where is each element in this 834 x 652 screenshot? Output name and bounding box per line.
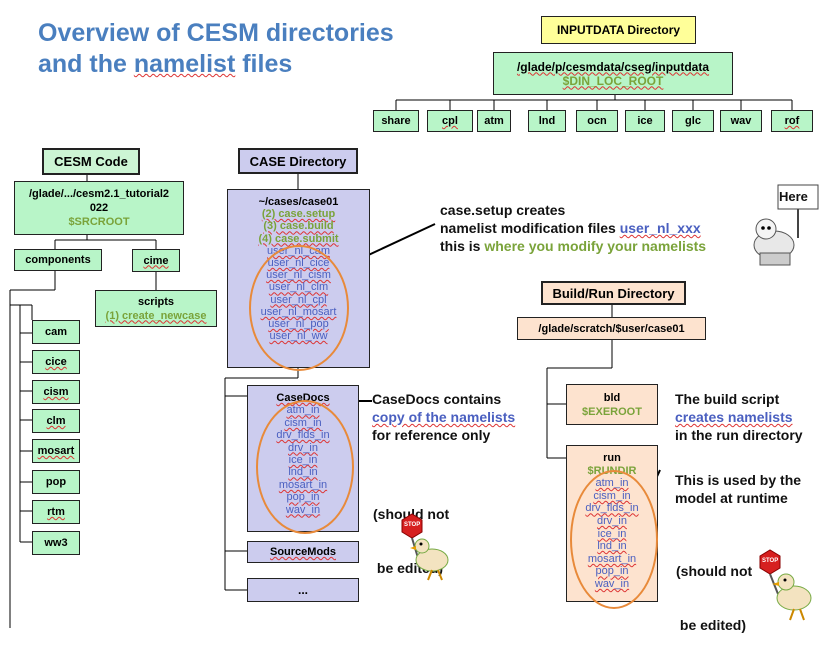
stop-sign-label-2: STOP: [762, 558, 779, 564]
inputdata-atm[interactable]: atm: [477, 110, 511, 132]
setup-annotation: case.setup creates namelist modification…: [440, 201, 706, 255]
bld-var: $EXEROOT: [582, 405, 642, 418]
component-cice[interactable]: cice: [32, 350, 80, 374]
inputdata-cpl[interactable]: cpl: [427, 110, 473, 132]
sourcemods-label: SourceMods: [269, 546, 336, 558]
component-rtm-label: rtm: [47, 506, 65, 518]
inputdata-header: INPUTDATA Directory: [541, 16, 696, 44]
cesm-code-var: $SRCROOT: [68, 216, 130, 228]
title-prefix: and the: [38, 50, 134, 78]
inputdata-lnd[interactable]: lnd: [528, 110, 566, 132]
components-folder[interactable]: components: [14, 249, 102, 271]
user-nl-highlight: [249, 245, 349, 371]
scripts-folder[interactable]: scripts (1) create_newcase: [95, 290, 217, 327]
casedocs-annotation: CaseDocs contains copy of the namelists …: [372, 390, 515, 444]
runtime-line-2: model at runtime: [675, 490, 788, 506]
inputdata-var: $DIN_LOC_ROOT: [562, 73, 664, 88]
inputdata-cpl-label: cpl: [442, 115, 458, 127]
runtime-annotation: This is used by the model at runtime: [675, 471, 801, 507]
setup-line-2-link: user_nl_xxx: [619, 220, 701, 236]
title-line-1: Overview of CESM directories: [38, 19, 394, 47]
component-clm[interactable]: clm: [32, 409, 80, 433]
cesm-code-path-1: /glade/.../cesm2.1_tutorial2: [28, 188, 169, 200]
casedocs-line-2: copy of the namelists: [372, 409, 516, 425]
title-line-2: and the namelist files: [38, 49, 394, 80]
case-header: CASE Directory: [238, 148, 358, 174]
bld-folder[interactable]: bld $EXEROOT: [566, 384, 658, 425]
cime-folder[interactable]: cime: [132, 249, 180, 272]
setup-line-3-prefix: this is: [440, 238, 485, 254]
component-cice-label: cice: [45, 356, 67, 368]
case-step-setup: (2) case.setup: [261, 208, 336, 221]
component-clm-label: clm: [46, 415, 66, 427]
bld-label: bld: [603, 391, 621, 404]
setup-line-3: this is where you modify your namelists: [440, 237, 706, 255]
cesm-code-path-2: 022: [89, 202, 109, 214]
inputdata-ocn[interactable]: ocn: [576, 110, 618, 132]
inputdata-rof[interactable]: rof: [771, 110, 813, 132]
component-cism-label: cism: [43, 386, 69, 398]
casedocs-line-3: for reference only: [372, 427, 491, 443]
component-cism[interactable]: cism: [32, 380, 80, 404]
run-highlight: [570, 470, 658, 609]
case-more-folder[interactable]: ...: [247, 578, 359, 602]
setup-line-2: namelist modification files user_nl_xxx: [440, 219, 706, 237]
inputdata-rof-label: rof: [784, 115, 800, 127]
inputdata-glc[interactable]: glc: [672, 110, 714, 132]
inputdata-root[interactable]: /glade/p/cesmdata/cseg/inputdata $DIN_LO…: [493, 52, 733, 95]
buildrun-header: Build/Run Directory: [541, 281, 686, 305]
stop-chicken-icon-2: [759, 549, 812, 621]
setup-line-1: case.setup creates: [440, 202, 566, 218]
case-step-submit: (4) case.submit: [258, 232, 339, 245]
component-mosart-label: mosart: [37, 445, 75, 457]
run-label: run: [603, 452, 621, 464]
buildrun-root[interactable]: /glade/scratch/$user/case01: [517, 317, 706, 340]
component-mosart[interactable]: mosart: [32, 439, 80, 463]
no-edit-4: be edited): [676, 617, 747, 633]
build-line-3: in the run directory: [675, 427, 803, 443]
casedocs-line-1: CaseDocs contains: [372, 391, 502, 407]
here-sign-icon: [753, 184, 819, 266]
inputdata-path: /glade/p/cesmdata/cseg/inputdata: [516, 59, 710, 74]
casedocs-highlight: [256, 400, 354, 534]
inputdata-wav[interactable]: wav: [720, 110, 762, 132]
run-no-edit: (should not be edited): [676, 526, 752, 652]
here-sign-label: Here: [779, 189, 808, 204]
build-line-1: The build script: [675, 391, 780, 407]
setup-line-3-green: where you modify your namelists: [484, 238, 707, 254]
scripts-label: scripts: [137, 295, 175, 308]
title-namelist: namelist: [133, 50, 236, 78]
build-annotation: The build script creates namelists in th…: [675, 390, 803, 444]
component-cam[interactable]: cam: [32, 320, 80, 344]
inputdata-share[interactable]: share: [373, 110, 419, 132]
setup-line-2-prefix: namelist modification files: [440, 220, 620, 236]
cime-label: cime: [143, 254, 169, 267]
inputdata-ice[interactable]: ice: [625, 110, 665, 132]
cesm-code-header: CESM Code: [42, 148, 140, 175]
component-pop[interactable]: pop: [32, 470, 80, 494]
case-step-build: (3) case.build: [263, 220, 334, 233]
cesm-code-root[interactable]: /glade/.../cesm2.1_tutorial2 022 $SRCROO…: [14, 181, 184, 235]
no-edit-3: (should not: [676, 563, 753, 579]
build-line-2: creates namelists: [675, 408, 803, 426]
case-path: ~/cases/case01: [258, 196, 339, 208]
create-newcase-label: (1) create_newcase: [105, 309, 207, 322]
stop-sign-label-1: STOP: [404, 522, 421, 528]
sourcemods-folder[interactable]: SourceMods: [247, 541, 359, 563]
runtime-line-1: This is used by the: [675, 472, 802, 488]
stop-chicken-icon: [401, 513, 449, 581]
build-line-2-text: creates namelists: [675, 409, 793, 425]
title-suffix: files: [235, 50, 293, 78]
component-ww3[interactable]: ww3: [32, 531, 80, 555]
component-rtm[interactable]: rtm: [32, 500, 80, 524]
slide-title: Overview of CESM directories and the nam…: [38, 18, 394, 80]
